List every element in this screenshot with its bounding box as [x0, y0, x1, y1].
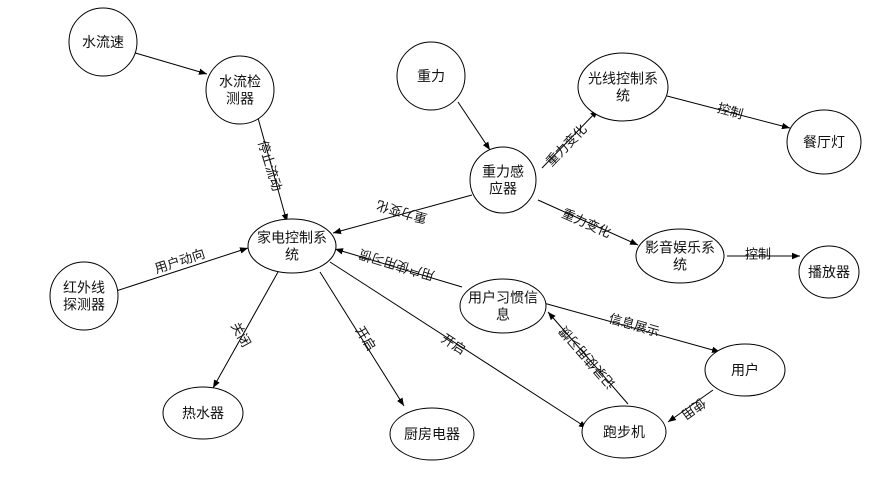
edge-sensor-to-light — [541, 109, 599, 169]
node-label-line: 用户 — [731, 362, 759, 379]
edge-sensor-to-av — [537, 199, 639, 246]
node-label-line: 影音娱乐系 — [645, 240, 715, 257]
node-label: 用户习惯信息 — [468, 290, 538, 324]
edge-gravity-to-sensor — [457, 101, 491, 151]
node-label: 厨房电器 — [404, 427, 460, 443]
node-user-habits: 用户习惯信息 — [459, 278, 547, 334]
edge-label-gravity-change-light: 重力变化 — [543, 121, 591, 170]
edge-habits-to-appliance — [334, 248, 463, 288]
node-label-line: 探测器 — [63, 298, 105, 314]
edge-label-turn-on-treadmill: 开启 — [438, 332, 468, 359]
edge-sensor-to-appliance — [332, 194, 473, 234]
node-water-detector: 水流检测器 — [205, 55, 275, 125]
node-label-line: 水流检 — [219, 75, 261, 91]
edge-label-control-light: 控制 — [715, 101, 744, 123]
node-label-line: 重力 — [417, 69, 445, 85]
node-label-line: 统 — [673, 258, 687, 274]
edge-label-turn-on-kitchen: 开启 — [352, 324, 379, 354]
node-label-line: 应器 — [489, 181, 517, 198]
edge-label-gravity-change-appliance: 重力变化 — [375, 197, 429, 227]
node-label: 跑步机 — [603, 425, 645, 441]
node-label: 影音娱乐系统 — [645, 240, 715, 274]
edge-water-detector-to-appliance — [257, 117, 288, 223]
node-dining-light: 餐厅灯 — [786, 109, 862, 175]
node-label: 光线控制系统 — [588, 72, 658, 105]
edges-layer — [115, 51, 800, 429]
node-label-line: 息 — [496, 307, 510, 324]
node-kitchen-appliances: 厨房电器 — [389, 407, 475, 461]
node-label-line: 重力感 — [482, 164, 524, 181]
edge-label-control-player: 控制 — [745, 248, 771, 263]
node-label-line: 用户习惯信 — [468, 290, 538, 307]
node-appliance-control: 家电控制系统 — [247, 218, 337, 274]
node-label: 红外线探测器 — [63, 281, 105, 314]
node-label-line: 统 — [616, 89, 630, 105]
edge-label-info-display: 信息展示 — [607, 311, 661, 341]
edge-label-use: 使用 — [678, 394, 708, 422]
node-label-line: 餐厅灯 — [803, 135, 845, 151]
edge-label-record-usage-habits: 记录使用习惯 — [556, 323, 619, 392]
node-label-line: 测器 — [226, 92, 254, 108]
node-label-line: 红外线 — [63, 281, 105, 297]
node-label-line: 播放器 — [808, 265, 850, 281]
edge-label-gravity-change-av: 重力变化 — [559, 206, 613, 242]
node-label: 用户 — [731, 362, 759, 379]
node-player: 播放器 — [798, 245, 860, 299]
edge-habits-to-user — [539, 301, 721, 353]
edge-treadmill-to-habits — [547, 311, 629, 405]
node-water-speed: 水流速 — [68, 7, 138, 77]
edge-water-speed-to-detector — [131, 51, 208, 75]
edge-user-to-treadmill — [667, 389, 714, 423]
node-label-line: 热水器 — [182, 406, 224, 422]
edge-label-user-movement: 用户动向 — [153, 246, 207, 277]
edge-appliance-to-heater — [212, 271, 279, 389]
node-label-line: 家电控制系 — [257, 230, 327, 247]
node-light-control: 光线控制系统 — [577, 52, 669, 122]
edge-appliance-to-treadmill — [329, 261, 588, 429]
node-label: 播放器 — [808, 265, 850, 281]
node-label-line: 光线控制系 — [588, 72, 658, 88]
node-label: 水流检测器 — [219, 75, 261, 108]
node-treadmill: 跑步机 — [581, 405, 667, 459]
node-water-heater: 热水器 — [162, 386, 244, 440]
nodes-layer: 水流速 水流检测器 重力 光线控制系统 餐厅灯 重力感应器 家电控制系统 影音 — [49, 7, 862, 461]
edge-label-stop-flow: 停止流动 — [254, 139, 285, 193]
node-user: 用户 — [704, 343, 786, 397]
node-label: 餐厅灯 — [803, 135, 845, 151]
node-label-line: 统 — [285, 248, 299, 264]
node-label: 热水器 — [182, 406, 224, 422]
edge-appliance-to-kitchen — [319, 271, 405, 407]
edge-label-user-usage-habits: 用户使用习惯 — [357, 245, 436, 283]
edge-ir-to-appliance — [115, 247, 249, 292]
node-label: 重力 — [417, 69, 445, 85]
node-label-line: 水流速 — [82, 35, 124, 51]
node-label: 重力感应器 — [482, 164, 524, 198]
node-gravity-sensor: 重力感应器 — [469, 146, 537, 214]
node-ir-detector: 红外线探测器 — [49, 261, 119, 331]
edge-light-to-dining — [666, 95, 791, 130]
node-label: 水流速 — [82, 35, 124, 51]
node-gravity: 重力 — [396, 41, 466, 111]
node-label-line: 跑步机 — [603, 425, 645, 441]
node-label: 家电控制系统 — [257, 230, 327, 264]
node-av-system: 影音娱乐系统 — [635, 228, 725, 284]
node-label-line: 厨房电器 — [404, 427, 460, 443]
